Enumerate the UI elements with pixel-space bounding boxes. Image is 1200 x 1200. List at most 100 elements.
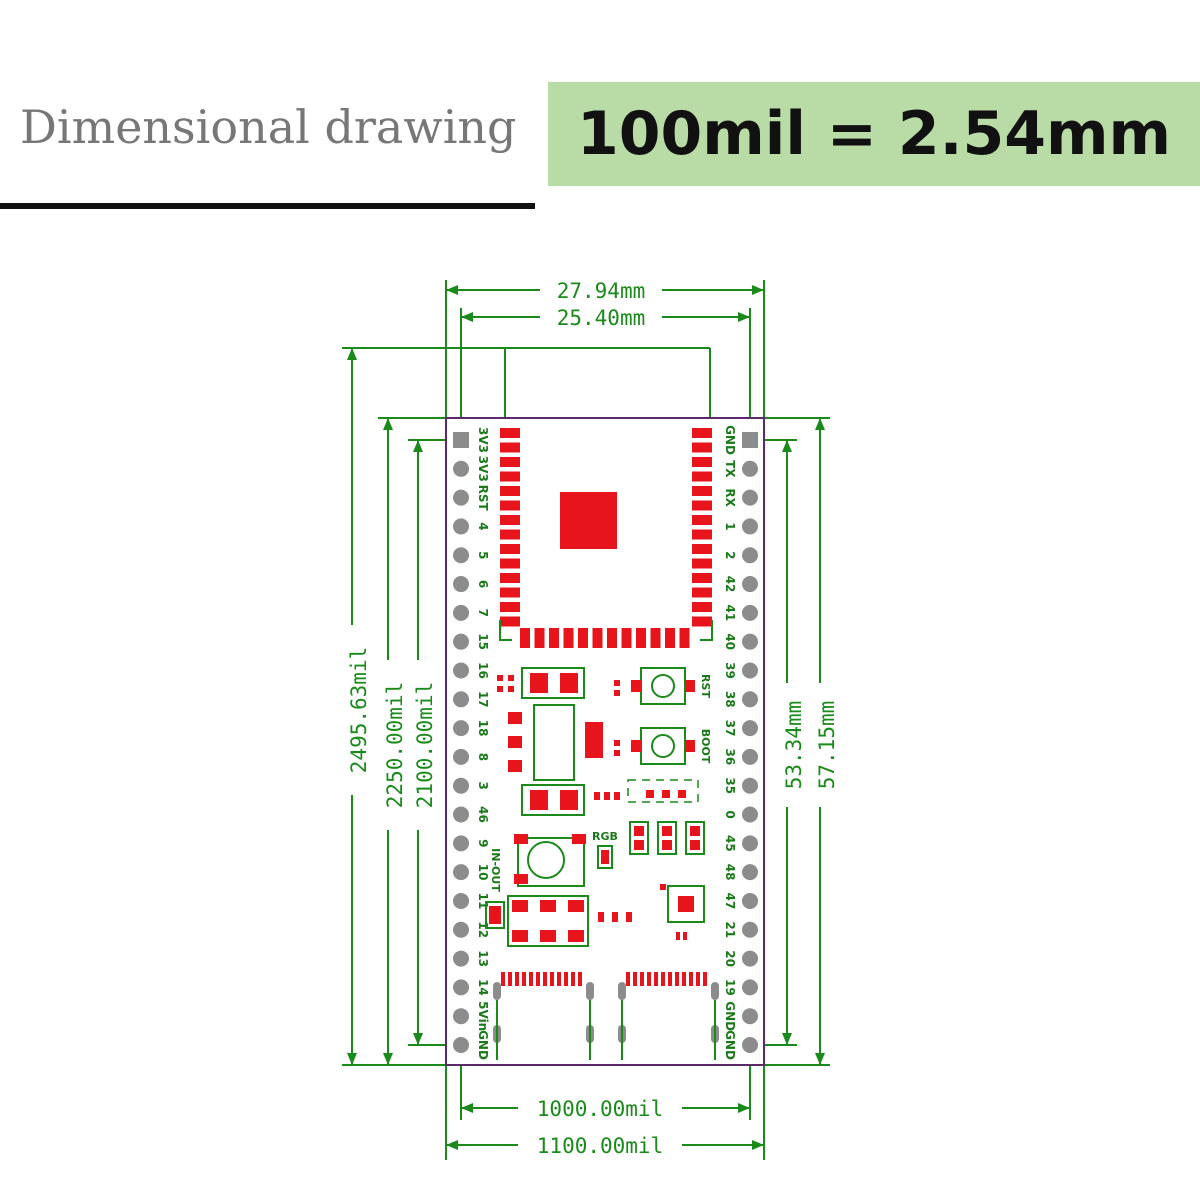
module-pad: [692, 515, 712, 525]
dim-width-outer: 27.94mm: [557, 279, 646, 303]
pin-label: 7: [476, 609, 490, 617]
usb-pad: [564, 972, 568, 986]
module-pad: [592, 628, 603, 648]
module-pad: [692, 573, 712, 583]
pin-hole: [453, 950, 469, 967]
usb-pad: [654, 972, 658, 986]
pin-label: 0: [723, 810, 737, 818]
usb-pad: [529, 972, 533, 986]
pin-hole: [453, 748, 469, 765]
module-pad: [500, 602, 520, 612]
pin-label: GND: [723, 425, 737, 455]
pin-label: GND: [476, 1030, 490, 1060]
pin-hole: [453, 518, 469, 535]
module-pad: [500, 515, 520, 525]
usb-pad: [661, 972, 665, 986]
pin-label: 38: [723, 691, 737, 708]
pin-hole: [742, 720, 758, 737]
module-pad: [679, 628, 690, 648]
module-pad: [500, 529, 520, 540]
module-pad: [621, 628, 632, 648]
pin-hole: [453, 691, 469, 708]
module-pad: [650, 628, 661, 648]
pin-hole: [742, 576, 758, 593]
module-pad: [692, 558, 712, 569]
pin-hole: [453, 892, 469, 909]
pin-hole: [453, 806, 469, 823]
rgb-label: RGB: [592, 830, 618, 843]
usb-pad: [675, 972, 679, 986]
pin-hole: [453, 835, 469, 852]
module-pad: [692, 442, 712, 453]
pin-label: RX: [723, 488, 737, 507]
module-pad: [534, 628, 545, 648]
usb-pad: [515, 972, 519, 986]
module-pad: [636, 628, 646, 648]
dim-right-pins: 53.34mm: [782, 701, 806, 790]
usb-pad: [543, 972, 547, 986]
arrowheads: [347, 285, 825, 1150]
pin-hole: [742, 748, 758, 765]
pin-hole: [453, 547, 469, 564]
module-pad: [578, 628, 588, 648]
boot-label: BOOT: [699, 729, 712, 764]
pin-hole: [742, 979, 758, 996]
pin-label: 35: [723, 777, 737, 794]
pin-label: 3V3: [476, 456, 490, 482]
module-pad: [607, 628, 617, 648]
pin-label: 41: [723, 605, 737, 622]
dim-height-total: 2495.63mil: [347, 647, 371, 773]
module-pad: [500, 486, 520, 496]
pin-label: 45: [723, 835, 737, 852]
pin-label: 20: [723, 950, 737, 967]
module-pad: [692, 587, 712, 598]
pin-hole: [742, 806, 758, 823]
module-pad: [500, 616, 520, 627]
dim-bottom-outer: 1100.00mil: [537, 1134, 663, 1158]
pin-label: 4: [476, 522, 490, 530]
dim-width-pitch: 25.40mm: [557, 306, 646, 330]
pin-label: 11: [476, 893, 490, 910]
pin-label: 5: [476, 551, 490, 559]
pin-label: 5Vin: [476, 1001, 490, 1031]
pin-label: 17: [476, 691, 490, 708]
rst-label: RST: [699, 674, 712, 698]
pin-hole: [453, 720, 469, 737]
usb-pad: [557, 972, 561, 986]
pin-label: 16: [476, 662, 490, 679]
dim-height-board: 2250.00mil: [383, 682, 407, 808]
usb-pad: [571, 972, 575, 986]
usb-shell-pad: [711, 982, 719, 1000]
pin-hole: [742, 950, 758, 967]
pin-label: 40: [723, 633, 737, 650]
pin-label: 47: [723, 893, 737, 910]
pin-label: TX: [723, 460, 737, 478]
pin-label: GND: [723, 1001, 737, 1031]
page-title: Dimensional drawing: [20, 100, 517, 154]
pin-hole: [453, 864, 469, 881]
module-pad: [563, 628, 574, 648]
pin-label: 3: [476, 782, 490, 790]
usb-pad: [703, 972, 707, 986]
pin-hole: [742, 1008, 758, 1025]
pin-hole: [742, 892, 758, 909]
usb-pad: [647, 972, 651, 986]
module-pad: [500, 573, 520, 583]
pin-hole: [453, 1008, 469, 1025]
module-pad: [500, 500, 520, 511]
pin-label: 1: [723, 522, 737, 530]
dim-height-pins: 2100.00mil: [413, 682, 437, 808]
pin-label: 12: [476, 921, 490, 938]
module-pad: [500, 457, 520, 467]
module-pad: [692, 544, 712, 554]
pin-hole: [742, 1037, 758, 1053]
pin-label: 37: [723, 720, 737, 737]
pin-label: 13: [476, 950, 490, 967]
module-pad: [500, 428, 520, 438]
module-pad: [692, 500, 712, 511]
pin-label: 48: [723, 864, 737, 881]
usb-pad: [668, 972, 672, 986]
usb-pad: [508, 972, 512, 986]
module-pad: [692, 428, 712, 438]
scale-note: 100mil = 2.54mm: [548, 82, 1200, 186]
